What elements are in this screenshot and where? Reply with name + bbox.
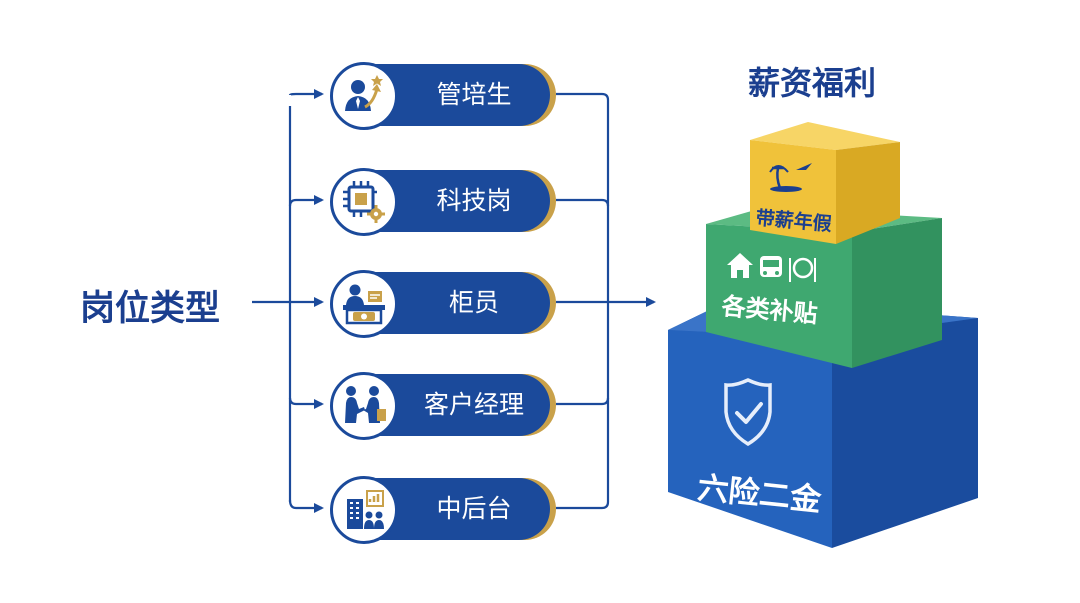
benefits-title: 薪资福利	[748, 64, 877, 102]
connector-from-pill-1	[556, 92, 610, 101]
bus-icon	[760, 256, 782, 277]
position-pill-3: 柜员	[330, 270, 556, 338]
dining-icon	[789, 257, 816, 282]
connector-to-pill-1	[288, 89, 324, 99]
manager-growth-icon	[330, 62, 398, 130]
house-icon	[727, 253, 753, 278]
connector-from-pill-2	[556, 198, 610, 207]
chip-gear-icon	[330, 168, 398, 236]
position-pill-4: 客户经理	[330, 372, 556, 440]
position-pill-2: 科技岗	[330, 168, 556, 236]
office-analytics-icon	[330, 476, 398, 544]
connector-to-pill-4	[288, 397, 324, 409]
connector-from-pill-5	[556, 501, 610, 510]
position-pill-1: 管培生	[330, 62, 556, 130]
teller-counter-icon	[330, 270, 398, 338]
handshake-icon	[330, 372, 398, 440]
benefit-block-top	[750, 122, 900, 244]
position-label-teller: 柜员	[448, 288, 499, 317]
position-label-tech: 科技岗	[436, 186, 512, 215]
position-label-account-manager: 客户经理	[423, 390, 524, 419]
vacation-island-icon	[769, 163, 812, 192]
connector-from-pill-4	[556, 397, 610, 406]
shield-check-icon	[724, 378, 772, 447]
position-types-title: 岗位类型	[80, 289, 221, 329]
position-label-back-office: 中后台	[436, 494, 512, 523]
position-pill-5: 中后台	[330, 476, 556, 544]
connector-to-pill-5	[288, 499, 324, 513]
position-label-management-trainee: 管培生	[436, 80, 512, 109]
connector-to-pill-2	[288, 195, 324, 207]
